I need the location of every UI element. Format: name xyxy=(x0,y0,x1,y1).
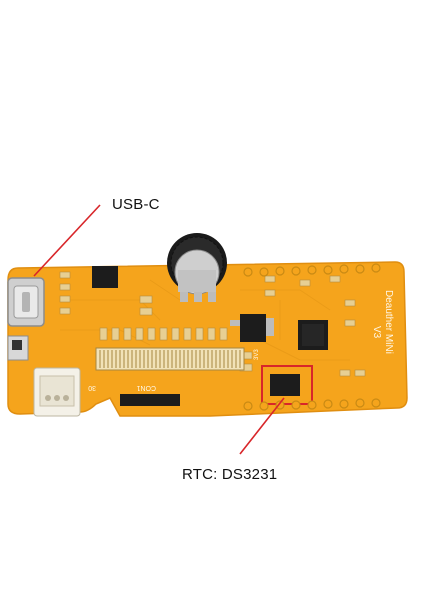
usb-uart-chip xyxy=(92,266,118,288)
pad-row xyxy=(99,327,228,341)
usb-c-label: USB-C xyxy=(112,196,160,213)
board-name-silk: Deauther MiNi xyxy=(383,290,394,354)
rtc-pointer-line xyxy=(239,397,285,455)
rtc-highlight-box xyxy=(261,365,313,405)
board-version-silk: V3 xyxy=(371,326,382,339)
smd-components xyxy=(59,271,366,377)
voltage-regulator xyxy=(230,314,274,342)
rtc-chip xyxy=(270,374,300,396)
connector-silk: CON1 xyxy=(136,384,156,391)
header-holes xyxy=(243,263,381,411)
voltage-silk: 3V3 xyxy=(254,349,260,360)
microcontroller-chip xyxy=(298,320,328,350)
coin-cell-holder xyxy=(167,233,227,302)
silkscreen-text: Deauther MiNi V3 CON1 30 3V3 xyxy=(88,290,394,391)
jst-connector xyxy=(33,367,81,417)
usb-c-connector xyxy=(7,277,45,327)
rtc-label: RTC: DS3231 xyxy=(182,466,278,483)
usb-pointer-line xyxy=(33,204,101,277)
fpc-connector xyxy=(95,347,245,406)
slide-switch xyxy=(7,335,29,361)
pin-count-silk: 30 xyxy=(88,384,96,391)
